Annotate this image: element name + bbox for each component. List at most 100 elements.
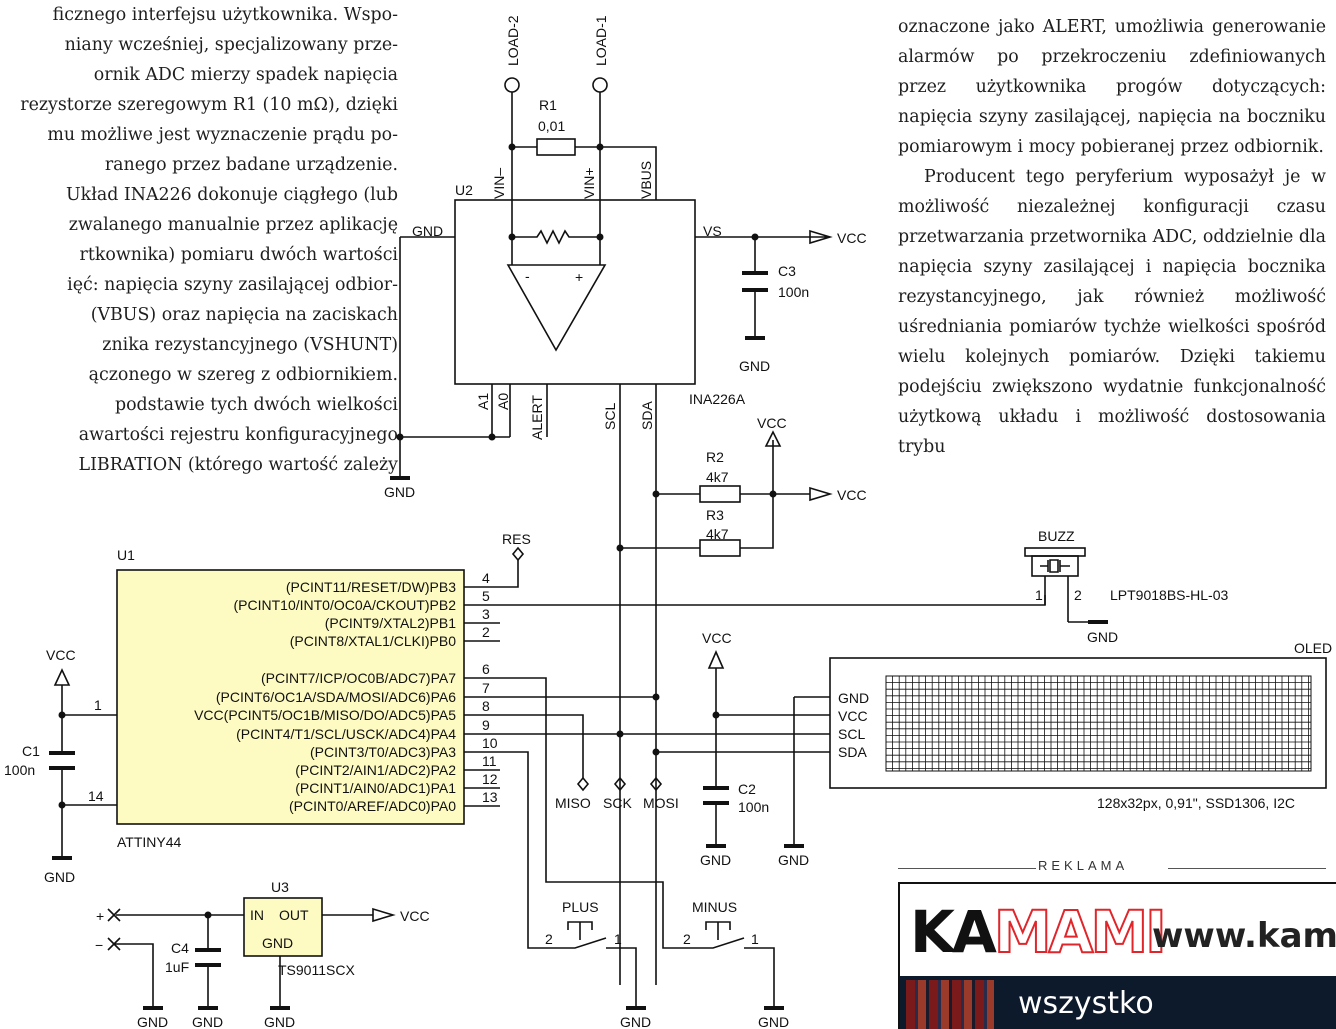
svg-text:4k7: 4k7 [706, 469, 729, 485]
svg-text:100n: 100n [4, 762, 35, 778]
svg-text:C4: C4 [171, 940, 189, 956]
svg-text:A1: A1 [475, 393, 491, 410]
books-image [906, 980, 994, 1029]
u1-pin-label: (PCINT9/XTAL2)PB1 [325, 615, 456, 631]
svg-text:−: − [95, 937, 103, 953]
svg-text:GND: GND [192, 1014, 223, 1027]
u2-ina226: U2 INA226A VIN– VIN+ VBUS GND VS A1 A0 A… [400, 161, 810, 985]
svg-text:SCK: SCK [603, 795, 632, 811]
svg-text:VCC: VCC [400, 908, 430, 924]
svg-text:GND: GND [778, 852, 809, 868]
svg-text:IN: IN [250, 907, 264, 923]
svg-text:SCL: SCL [838, 726, 865, 742]
svg-text:SDA: SDA [639, 401, 655, 430]
u1-attiny44: U1 ATTINY44 (PCINT11/RESET/DW)PB3 4 (PCINT… [62, 547, 500, 850]
u1-pin-label: (PCINT3/T0/ADC3)PA3 [310, 744, 456, 760]
svg-text:TS9011SCX: TS9011SCX [278, 962, 355, 978]
svg-text:-: - [525, 268, 530, 284]
kamami-ad[interactable]: KAMAMI www.kama wszystko [898, 882, 1336, 1029]
r2-r3-pullups: R2 4k7 R3 4k7 VCC VCC [616, 415, 867, 557]
plus-switch: PLUS 2 1 GND [545, 899, 651, 1027]
svg-text:VIN+: VIN+ [581, 167, 597, 199]
svg-text:100n: 100n [778, 284, 809, 300]
left-text-line: ięć: napięcia szyny zasilającej odbior- [67, 275, 398, 295]
svg-text:VS: VS [703, 223, 722, 239]
left-text-line: (VBUS) oraz napięcia na zaciskach [90, 305, 398, 325]
oled-screen [885, 675, 1312, 772]
svg-text:R2: R2 [706, 449, 724, 465]
svg-text:VCC: VCC [838, 708, 868, 724]
svg-text:C2: C2 [738, 781, 756, 797]
svg-text:LPT9018BS-HL-03: LPT9018BS-HL-03 [1110, 587, 1229, 603]
svg-text:1uF: 1uF [165, 959, 189, 975]
svg-text:GND: GND [137, 1014, 168, 1027]
svg-text:GND: GND [1087, 629, 1118, 645]
left-text-line: niany wcześniej, specjalizowany prze- [64, 35, 398, 55]
u1-pin-number: 9 [482, 717, 490, 733]
svg-text:+: + [575, 269, 583, 285]
svg-text:GND: GND [44, 869, 75, 885]
svg-text:OLED: OLED [1294, 640, 1332, 656]
svg-text:+: + [96, 908, 104, 924]
left-text-line: mu możliwe jest wyznaczenie prądu po- [47, 125, 398, 145]
svg-text:GND: GND [758, 1014, 789, 1027]
svg-text:MINUS: MINUS [692, 899, 737, 915]
svg-text:GND: GND [384, 484, 415, 500]
svg-text:1: 1 [751, 931, 759, 947]
left-text-line: Układ INA226 dokonuje ciągłego (lub [66, 185, 398, 205]
u1-pin-number: 6 [482, 661, 490, 677]
u1-pin-label: (PCINT11/RESET/DW)PB3 [286, 579, 456, 595]
svg-text:BUZZ: BUZZ [1038, 528, 1075, 544]
svg-text:U2: U2 [455, 182, 473, 198]
left-text-line: zwalanego manualnie przez aplikację [68, 215, 398, 235]
svg-text:2: 2 [683, 931, 691, 947]
u1-pin-number: 12 [482, 771, 498, 787]
c2-oled-supply: VCC C2 100n GND GND [620, 630, 830, 868]
ad-url[interactable]: www.kama [1152, 916, 1336, 956]
svg-text:128x32px, 0,91", SSD1306, I2C: 128x32px, 0,91", SSD1306, I2C [1097, 795, 1295, 811]
u1-pin-label: VCC(PCINT5/OC1B/MISO/DO/ADC5)PA5 [194, 707, 456, 723]
right-paragraph-1: oznaczone jako ALERT, umożliwia generowa… [898, 17, 1326, 157]
u1-pin-number: 4 [482, 570, 490, 586]
left-text-line: ficznego interfejsu użytkownika. Wspo- [52, 5, 398, 25]
u1-pin-number: 8 [482, 698, 490, 714]
svg-text:GND: GND [700, 852, 731, 868]
right-paragraph-2: Producent tego peryferium wyposażył je w… [898, 167, 1326, 457]
article-text-right: oznaczone jako ALERT, umożliwia generowa… [898, 12, 1326, 462]
svg-text:C3: C3 [778, 263, 796, 279]
u1-pin-number: 2 [482, 624, 490, 640]
u3-regulator: U3 IN OUT GND TS9011SCX VCC + − C4 1uF G… [95, 879, 430, 1027]
ad-banner[interactable]: wszystko [900, 976, 1336, 1029]
left-text-line: LIBRATION (którego wartość zależy [78, 455, 398, 475]
svg-text:VCC: VCC [837, 487, 867, 503]
svg-text:VCC: VCC [757, 415, 787, 431]
svg-text:1: 1 [1035, 587, 1043, 603]
oled-display: OLED GND VCC SCL SDA 128x32px, 0,91", SS… [829, 640, 1332, 811]
svg-text:VBUS: VBUS [638, 161, 654, 199]
svg-text:VIN–: VIN– [491, 168, 507, 199]
left-text-line: awartości rejestru konfiguracyjnego [78, 425, 398, 445]
c1-supply: VCC C1 100n GND [4, 647, 76, 885]
svg-text:4k7: 4k7 [706, 526, 729, 542]
svg-text:R3: R3 [706, 507, 724, 523]
left-text-line: znika rezystancyjnego (VSHUNT) [102, 335, 398, 355]
u1-pin-number: 13 [482, 789, 498, 805]
left-text-line: rtkownika) pomiaru dwóch wartości [79, 245, 398, 265]
svg-text:GND: GND [838, 690, 869, 706]
gnd-u2: GND [384, 237, 510, 500]
svg-text:INA226A: INA226A [689, 391, 746, 407]
svg-text:MOSI: MOSI [643, 795, 679, 811]
svg-text:GND: GND [262, 935, 293, 951]
svg-text:0,01: 0,01 [538, 118, 565, 134]
left-text-line: rezystorze szeregowym R1 (10 mΩ), dzięki [20, 95, 398, 115]
svg-text:VCC: VCC [837, 230, 867, 246]
svg-text:LOAD-2: LOAD-2 [505, 15, 521, 66]
svg-text:SDA: SDA [838, 744, 867, 760]
svg-text:ATTINY44: ATTINY44 [117, 834, 182, 850]
left-text-line: ączonego w szereg z odbiornikiem. [88, 365, 398, 385]
svg-text:100n: 100n [738, 799, 769, 815]
load-terminals: LOAD-2 LOAD-1 R1 0,01 [504, 15, 657, 237]
res-marker: RES [500, 531, 531, 588]
svg-text:U1: U1 [117, 547, 135, 563]
